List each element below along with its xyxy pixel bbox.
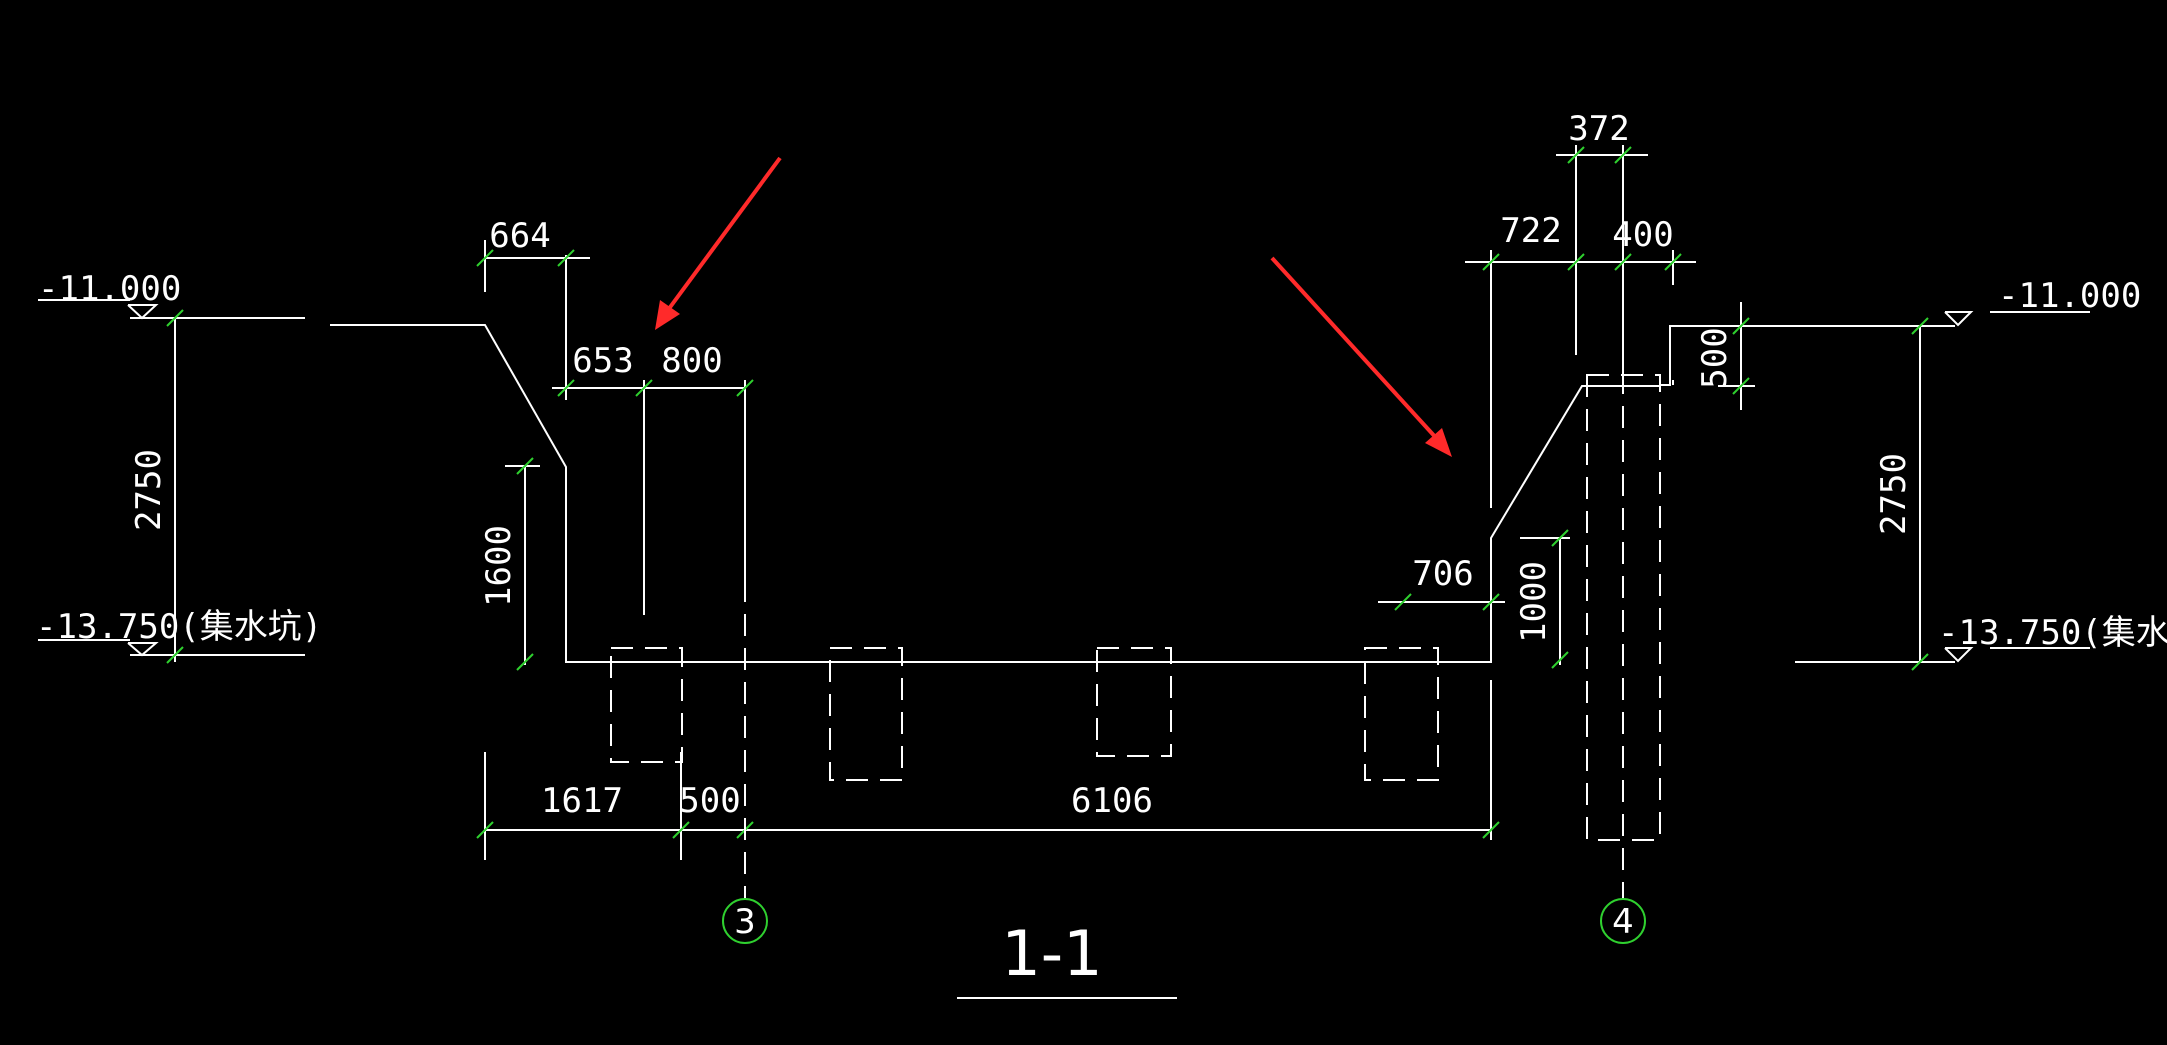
dims-bottom — [476, 680, 1500, 860]
level-text-left-top: -11.000 — [38, 269, 181, 309]
dim-664: 664 — [489, 216, 550, 256]
section-title: 1-1 — [957, 917, 1177, 999]
dim-706: 706 — [1412, 554, 1473, 594]
dim-1617: 1617 — [541, 781, 623, 821]
section-title-text: 1-1 — [1001, 917, 1102, 990]
level-text-right-bottom: -13.750(集水坑) — [1938, 613, 2167, 653]
dim-2750-left: 2750 — [129, 449, 169, 531]
dim-1000: 1000 — [1514, 561, 1554, 643]
pit-outline — [330, 324, 1796, 663]
dims-top-right — [1378, 145, 1770, 669]
dim-722: 722 — [1500, 211, 1561, 251]
axis-lines — [744, 372, 1624, 900]
axis-bubble-4: 4 — [1600, 898, 1646, 944]
dashed-piles — [610, 374, 1661, 841]
dim-1600: 1600 — [479, 525, 519, 607]
axis-label-4: 4 — [1612, 902, 1634, 942]
dim-653: 653 — [572, 341, 633, 381]
dims-top-left — [476, 240, 754, 671]
dim-500-top: 500 — [1695, 327, 1735, 388]
level-text-left-bottom: -13.750(集水坑) — [36, 607, 322, 647]
red-arrow-right — [1270, 256, 1452, 457]
dim-2750-right: 2750 — [1874, 453, 1914, 535]
dim-800: 800 — [661, 341, 722, 381]
level-left — [38, 299, 305, 664]
dim-372: 372 — [1568, 109, 1629, 149]
axis-bubble-3: 3 — [722, 898, 768, 944]
dim-500-bottom: 500 — [679, 781, 740, 821]
axis-label-3: 3 — [734, 902, 756, 942]
dim-400: 400 — [1612, 215, 1673, 255]
red-arrow-left — [655, 156, 782, 330]
level-right — [1795, 311, 2090, 671]
dim-6106: 6106 — [1071, 781, 1153, 821]
level-text-right-top: -11.000 — [1998, 276, 2141, 316]
